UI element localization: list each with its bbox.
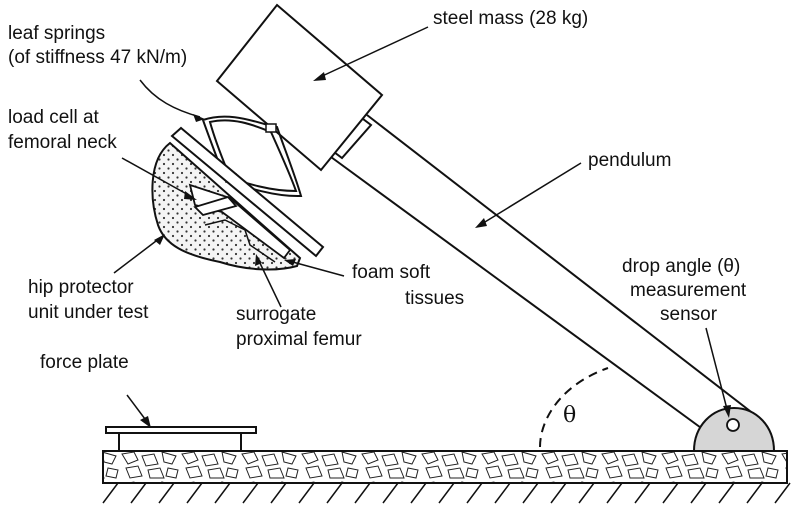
sensor-label-line3: sensor [660, 304, 718, 325]
foam-tissues-label-line1: foam soft [352, 262, 431, 283]
ground-hatching [102, 482, 791, 504]
foam-tissues-label-line2: tissues [405, 288, 464, 309]
surrogate-femur-label-line1: surrogate [236, 304, 316, 325]
steel-mass-label: steel mass (28 kg) [433, 8, 588, 29]
leaf-springs-label-line2: (of stiffness 47 kN/m) [8, 47, 187, 68]
leader-arrows [113, 26, 731, 428]
hip-protector-label-line2: unit under test [28, 302, 149, 323]
hip-protector-assembly [151, 126, 325, 271]
angle-sensor-dome [692, 406, 776, 452]
sensor-label-line1: drop angle (θ) [622, 256, 740, 277]
hip-protector-label-line1: hip protector [28, 277, 134, 298]
drop-angle-arc [539, 367, 609, 448]
force-plate-label: force plate [40, 352, 129, 373]
sensor-label-line2: measurement [630, 280, 747, 301]
surrogate-femur-label-line2: proximal femur [236, 329, 362, 350]
pendulum-label: pendulum [588, 150, 671, 171]
load-cell-label-line2: femoral neck [8, 132, 117, 153]
steel-mass-block [215, 3, 384, 172]
load-cell-label-line1: load cell at [8, 107, 100, 128]
leaf-springs-label-line1: leaf springs [8, 23, 105, 44]
floor-base [102, 450, 788, 484]
force-plate [105, 426, 257, 452]
theta-symbol: θ [563, 403, 576, 428]
